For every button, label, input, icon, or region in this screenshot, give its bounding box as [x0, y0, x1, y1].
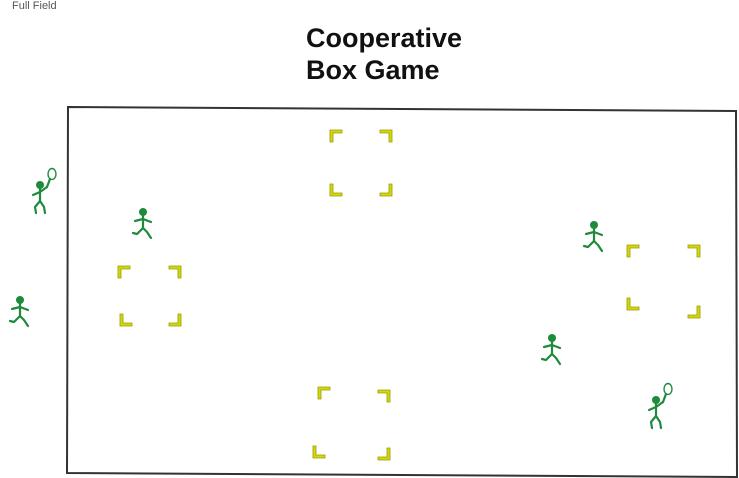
box-corner-icon	[169, 266, 181, 278]
box-corner-icon	[378, 390, 390, 402]
player-icon	[10, 296, 28, 326]
box-corner-icon	[318, 387, 330, 399]
box-corner-icon	[118, 266, 130, 278]
player-icon	[542, 334, 560, 364]
box-bottom-center	[313, 387, 390, 460]
box-corner-icon	[330, 130, 342, 142]
box-corner-icon	[169, 314, 181, 326]
box-corner-icon	[313, 446, 325, 458]
box-top-center	[330, 130, 392, 196]
box-corner-icon	[380, 184, 392, 196]
tagger-icon	[33, 169, 56, 214]
player-icon	[133, 208, 151, 238]
box-corner-icon	[330, 184, 342, 196]
box-corner-icon	[688, 306, 700, 318]
field-boundary	[67, 107, 737, 477]
tagger-icon	[649, 384, 672, 429]
box-corner-icon	[380, 130, 392, 142]
box-left	[118, 266, 181, 326]
box-corner-icon	[378, 448, 390, 460]
box-corner-icon	[120, 314, 132, 326]
player-icon	[584, 221, 602, 251]
box-right	[627, 245, 700, 318]
box-corner-icon	[627, 298, 639, 310]
box-corner-icon	[688, 245, 700, 257]
box-corner-icon	[627, 245, 639, 257]
